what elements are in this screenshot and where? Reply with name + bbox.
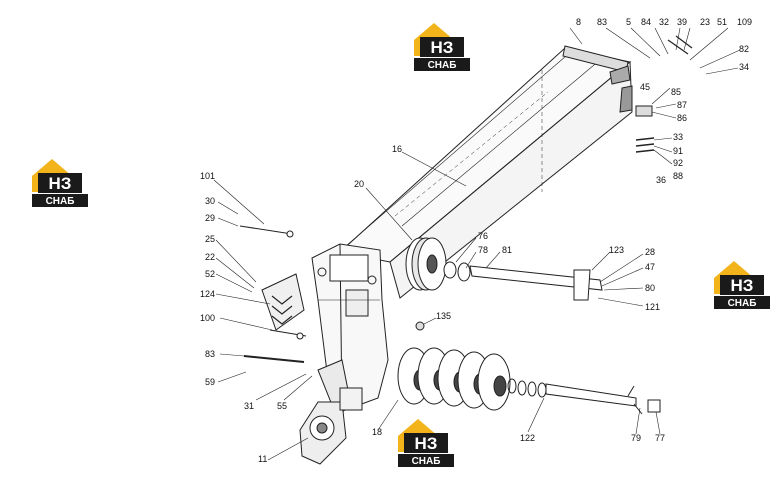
callout-81: 81 — [502, 245, 513, 255]
lower-sheave-pack — [397, 347, 511, 411]
callout-92: 92 — [673, 158, 684, 168]
callout-20: 20 — [354, 179, 365, 189]
callout-22: 22 — [205, 252, 216, 262]
callout-86: 86 — [677, 113, 688, 123]
callout-100: 100 — [200, 313, 216, 323]
hook-block — [299, 387, 363, 465]
callout-18: 18 — [372, 427, 383, 437]
callout-52: 52 — [205, 269, 216, 279]
callout-121: 121 — [645, 302, 661, 312]
upper-sheave — [405, 237, 471, 291]
callout-30: 30 — [205, 196, 216, 206]
upper-shaft — [469, 265, 603, 301]
callout-45: 45 — [640, 82, 651, 92]
callout-36: 36 — [656, 175, 667, 185]
callout-101: 101 — [200, 171, 216, 181]
logo-text: СНАБ — [728, 298, 757, 309]
nz-snab-logo-bottom: НЗ СНАБ — [398, 419, 454, 467]
callout-109: 109 — [737, 17, 753, 27]
telescopic-boom — [338, 45, 633, 299]
logo-mark: НЗ — [415, 434, 438, 453]
callout-87: 87 — [677, 100, 688, 110]
small-hardware — [635, 35, 693, 413]
callout-122: 122 — [520, 433, 536, 443]
callout-11: 11 — [258, 454, 268, 464]
callout-39: 39 — [677, 17, 688, 27]
logo-mark: НЗ — [49, 174, 72, 193]
callout-25: 25 — [205, 234, 216, 244]
boom-base-frame — [311, 243, 389, 422]
callout-34: 34 — [739, 62, 750, 72]
callout-55: 55 — [277, 401, 288, 411]
logo-text: СНАБ — [412, 456, 441, 467]
callout-79: 79 — [631, 433, 642, 443]
callout-78: 78 — [478, 245, 489, 255]
callout-51: 51 — [717, 17, 728, 27]
callout-82: 82 — [739, 44, 750, 54]
leader-lines — [213, 27, 741, 461]
callout-32: 32 — [659, 17, 670, 27]
nz-snab-logo-left: НЗ СНАБ — [32, 159, 88, 207]
callout-83: 83 — [597, 17, 608, 27]
callout-33: 33 — [673, 132, 684, 142]
callout-76: 76 — [478, 231, 489, 241]
logo-text: СНАБ — [46, 196, 75, 207]
logo-text: СНАБ — [428, 60, 457, 71]
nz-snab-logo-top: НЗ СНАБ — [414, 23, 470, 71]
logo-mark: НЗ — [431, 38, 454, 57]
callout-91: 91 — [673, 146, 684, 156]
pins — [239, 225, 425, 363]
callout-84: 84 — [641, 17, 652, 27]
callout-31: 31 — [244, 401, 255, 411]
callout-23: 23 — [700, 17, 711, 27]
callout-88: 88 — [673, 171, 684, 181]
logo-mark: НЗ — [731, 276, 754, 295]
callout-59: 59 — [205, 377, 216, 387]
callout-83-lower: 83 — [205, 349, 216, 359]
nz-snab-logo-right: НЗ СНАБ — [714, 261, 770, 309]
callout-85: 85 — [671, 87, 682, 97]
callout-77: 77 — [655, 433, 666, 443]
callout-80: 80 — [645, 283, 656, 293]
callout-123: 123 — [609, 245, 625, 255]
callout-28: 28 — [645, 247, 656, 257]
callout-29: 29 — [205, 213, 216, 223]
cover-plate — [261, 273, 305, 331]
lower-shaft — [507, 378, 643, 415]
callout-47: 47 — [645, 262, 656, 272]
callout-16: 16 — [392, 144, 403, 154]
callout-124: 124 — [200, 289, 216, 299]
callout-8: 8 — [576, 17, 582, 27]
callout-135: 135 — [436, 311, 452, 321]
callout-5: 5 — [626, 17, 632, 27]
